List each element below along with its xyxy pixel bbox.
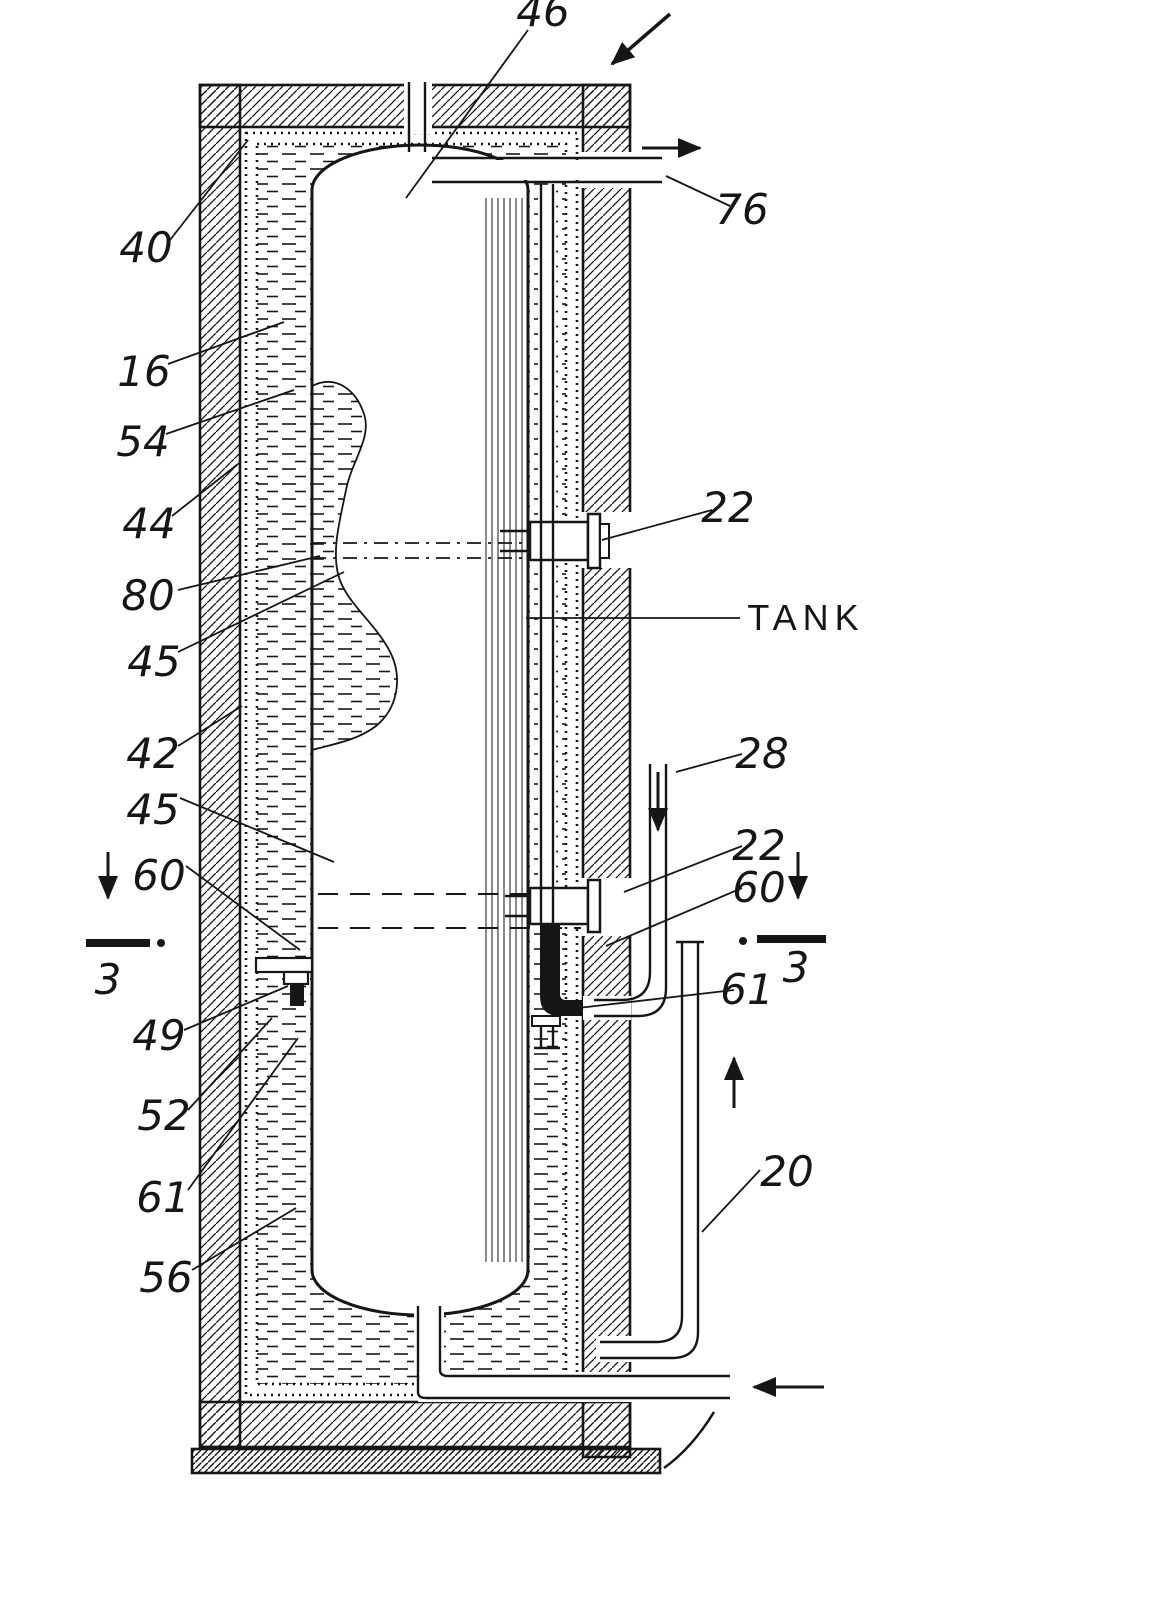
water-annulus [257,144,566,1384]
casing-left-wall [198,83,242,1449]
ref-label-22-lower: 22 [732,821,785,870]
drain-fitting-49 [254,956,314,1006]
reference-labels: 46 40 16 54 44 80 45 42 45 60 3 49 52 61… [95,0,864,1302]
fitting-22-lower [505,878,632,1050]
dip-tube-flange [531,1015,561,1027]
leader-lines [165,29,761,1271]
ref-label-56: 56 [139,1253,192,1302]
ref-label-28: 28 [735,729,788,778]
heat-trap-elbow [540,924,594,1016]
leader-52 [187,1017,273,1111]
base-plate [190,1447,662,1475]
ref-label-54: 54 [116,417,169,466]
leader-45-lower [179,797,335,863]
leader-44 [171,463,239,517]
leader-42 [177,705,243,747]
ref-label-42: 42 [126,729,179,778]
tank-shell [310,143,530,1317]
leader-46 [405,29,529,199]
leader-49 [183,985,289,1031]
tank-label: TANK [747,597,864,638]
ref-label-16: 16 [117,347,170,396]
ref-label-44: 44 [122,499,175,548]
ref-label-49: 49 [132,1011,185,1060]
drain-plug [290,984,304,1006]
ref-label-40: 40 [119,223,172,272]
tank-striations [485,198,523,1262]
leader-40 [169,139,249,241]
bottom-inlet-pipe [414,1306,730,1470]
ref-label-76: 76 [715,185,768,234]
casing-right-wall [581,83,632,1459]
section-marker-right [739,852,826,945]
leader-54 [165,389,295,435]
section-marker-left [86,852,165,947]
leader-76 [665,175,731,207]
ref-label-45-upper: 45 [127,637,180,686]
ref-label-52: 52 [137,1091,190,1140]
section-label-right: 3 [783,943,810,992]
break-squiggle [663,1411,716,1470]
flow-arrows [610,12,824,1397]
leader-60-right [605,887,743,947]
leader-61-right [577,989,735,1009]
ref-label-60-left: 60 [132,851,185,900]
ref-label-61-right: 61 [720,965,773,1014]
ref-label-20: 20 [760,1147,813,1196]
leader-60-left [185,865,301,951]
section-label-left: 3 [95,955,122,1004]
liner-outer-line [244,131,579,1397]
ref-label-22-upper: 22 [701,483,754,532]
leader-80 [177,555,321,591]
leader-45-upper [177,571,345,653]
section-dot-left [157,939,165,947]
ref-label-61-left: 61 [136,1173,189,1222]
ref-label-60-right: 60 [732,863,785,912]
inlet-pipe-28 [583,764,668,1020]
leader-56 [191,1207,297,1271]
ref-label-45-lower: 45 [126,785,179,834]
figure-pointer-arrow [610,12,672,66]
leader-61-left [187,1037,299,1191]
pipe-20 [596,940,704,1362]
casing-bottom-wall [198,1400,632,1449]
leader-20 [701,1169,761,1233]
ref-label-80: 80 [121,571,174,620]
outlet-pipe-76 [430,152,662,188]
leader-28 [675,753,743,773]
top-stub-pipe [404,82,432,152]
leader-22-upper [601,509,713,541]
fitting-22-upper [500,512,632,570]
ref-label-46: 46 [516,0,569,36]
outer-casing [190,83,662,1475]
inner-tank [310,143,588,1317]
leader-16 [167,321,285,365]
leader-22-lower [623,845,743,893]
section-dot-right [739,937,747,945]
